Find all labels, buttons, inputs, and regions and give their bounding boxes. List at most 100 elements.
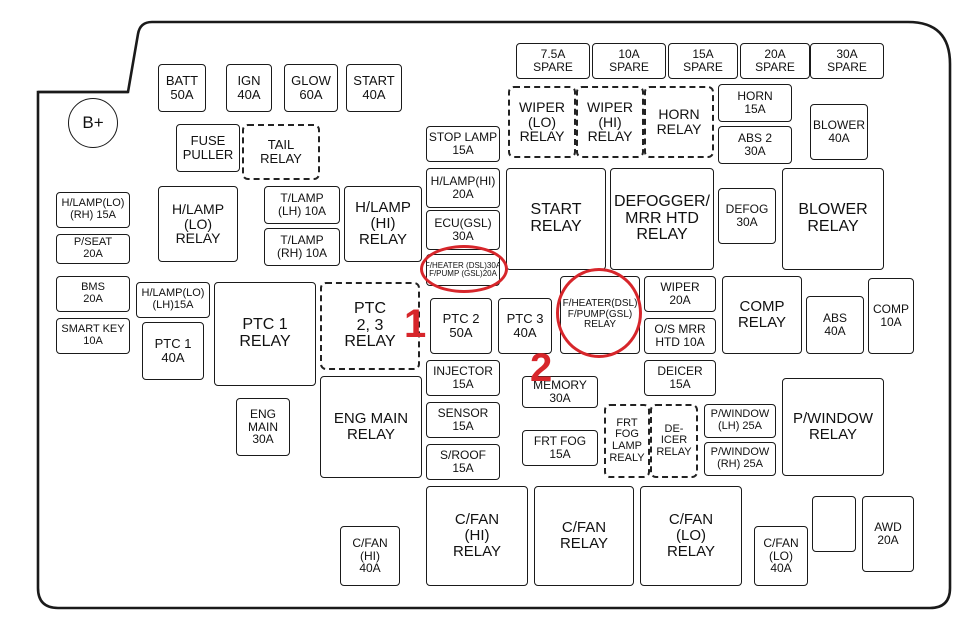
deicer-relay-label-line: DE- — [664, 422, 684, 435]
highlight-circle-1 — [420, 245, 508, 293]
c-fan-lo-40a-label-line: C/FAN — [763, 535, 799, 550]
spare-30a-label-line: SPARE — [827, 60, 867, 74]
h-lamp-lo-rh-15a-label-line: (RH) 15A — [70, 209, 116, 221]
defog-30a-label-line: DEFOG — [725, 202, 769, 217]
t-lamp-lh-10a: T/LAMP(LH) 10A — [264, 186, 340, 224]
s-roof-15a-label-line: 15A — [452, 461, 474, 475]
defogger-mrr-htd-relay-label-line: MRR HTD — [625, 209, 699, 227]
h-lamp-lo-relay-label-line: (LO) — [184, 215, 212, 232]
c-fan-hi-40a-label-line: 40A — [359, 561, 381, 576]
ptc3-40a-label-line: PTC 3 — [506, 311, 544, 327]
h-lamp-lo-lh-15a-label-line: (LH)15A — [152, 299, 194, 311]
t-lamp-lh-10a-label-line: (LH) 10A — [277, 204, 327, 218]
fuse-puller-label-line: PULLER — [182, 147, 234, 162]
ptc2-50a-label-line: 50A — [449, 325, 473, 340]
spare-15a-label-line: 15A — [692, 47, 714, 62]
t-lamp-rh-10a-label-line: T/LAMP — [280, 233, 324, 248]
p-window-rh-25a: P/WINDOW(RH) 25A — [704, 442, 776, 476]
highlight-circle-2 — [556, 268, 642, 358]
stop-lamp-15a-label-line: 15A — [452, 143, 474, 157]
awd-20a-label-line: AWD — [874, 520, 902, 535]
wiper-hi-relay-label-line: RELAY — [587, 128, 633, 145]
h-lamp-lo-relay: H/LAMP(LO)RELAY — [158, 186, 238, 262]
housing-outline — [36, 20, 952, 610]
memory-30a-label-line: 30A — [549, 391, 571, 405]
abs2-30a-label-line: ABS 2 — [737, 131, 773, 146]
h-lamp-lo-relay-label-line: RELAY — [175, 230, 221, 247]
sensor-15a-label-line: 15A — [452, 419, 474, 433]
h-lamp-hi-20a-label-line: 20A — [452, 187, 474, 201]
spare-20a-label-line: 20A — [764, 47, 786, 62]
p-seat-20a-label-line: 20A — [83, 248, 103, 260]
p-window-rh-25a-label-line: P/WINDOW — [710, 446, 770, 459]
comp-relay-label-line: COMP — [739, 298, 785, 316]
frt-fog-lamp-relay-label-line: FRT — [616, 416, 638, 429]
p-window-relay-label-line: RELAY — [808, 426, 858, 443]
wiper-hi-relay-label-line: WIPER — [587, 98, 633, 115]
wiper-20a-label-line: 20A — [669, 293, 691, 307]
h-lamp-hi-relay-label-line: (HI) — [370, 215, 396, 233]
c-fan-lo-relay: C/FAN(LO)RELAY — [640, 486, 742, 586]
c-fan-lo-40a-label-line: 40A — [770, 561, 792, 576]
p-window-lh-25a-label-line: P/WINDOW — [710, 408, 770, 421]
battery-terminal-label: B+ — [82, 113, 104, 132]
injector-15a-label-line: INJECTOR — [433, 364, 493, 379]
h-lamp-lo-rh-15a: H/LAMP(LO)(RH) 15A — [56, 192, 130, 228]
injector-15a-label-line: 15A — [452, 377, 474, 391]
deicer-relay-label-line: ICER — [660, 434, 688, 447]
h-lamp-hi-relay: H/LAMP(HI)RELAY — [344, 186, 422, 262]
c-fan-hi-40a: C/FAN(HI)40A — [340, 526, 400, 586]
p-window-rh-25a-label-line: (RH) 25A — [717, 458, 763, 470]
eng-main-30a-label-line: ENG — [249, 406, 276, 421]
empty-slot — [812, 496, 856, 552]
c-fan-hi-relay-label-line: RELAY — [452, 542, 502, 560]
c-fan-hi-relay: C/FAN(HI)RELAY — [426, 486, 528, 586]
wiper-lo-relay: WIPER(LO)RELAY — [508, 86, 576, 158]
smart-key-10a-label-line: 10A — [83, 335, 103, 347]
spare-10a-label-line: 10A — [618, 47, 640, 62]
deicer-15a-label-line: 15A — [669, 377, 691, 391]
horn-relay-label-line: HORN — [658, 106, 700, 123]
h-lamp-lo-lh-15a-label-line: H/LAMP(LO) — [141, 287, 205, 300]
p-window-lh-25a-label-line: (LH) 25A — [717, 420, 763, 432]
spare-10a-label-line: SPARE — [609, 60, 649, 74]
ecu-gsl-30a-label-line: ECU(GSL) — [434, 216, 492, 231]
ptc1-40a-label-line: 40A — [161, 350, 185, 365]
wiper-20a-label-line: WIPER — [660, 280, 700, 295]
ptc3-40a-label-line: 40A — [513, 325, 537, 340]
p-window-lh-25a: P/WINDOW(LH) 25A — [704, 404, 776, 438]
horn-15a-label-line: 15A — [744, 102, 766, 116]
c-fan-hi-40a-label-line: C/FAN — [352, 535, 388, 550]
h-lamp-hi-20a: H/LAMP(HI)20A — [426, 168, 500, 208]
batt-50a-label-line: BATT — [165, 73, 199, 89]
comp-10a-label-line: 10A — [880, 315, 902, 329]
c-fan-relay-label-line: RELAY — [559, 535, 609, 552]
ptc1-40a-label-line: PTC 1 — [154, 336, 192, 352]
c-fan-lo-relay-label-line: RELAY — [666, 542, 716, 560]
abs-40a-label-line: 40A — [824, 324, 846, 338]
